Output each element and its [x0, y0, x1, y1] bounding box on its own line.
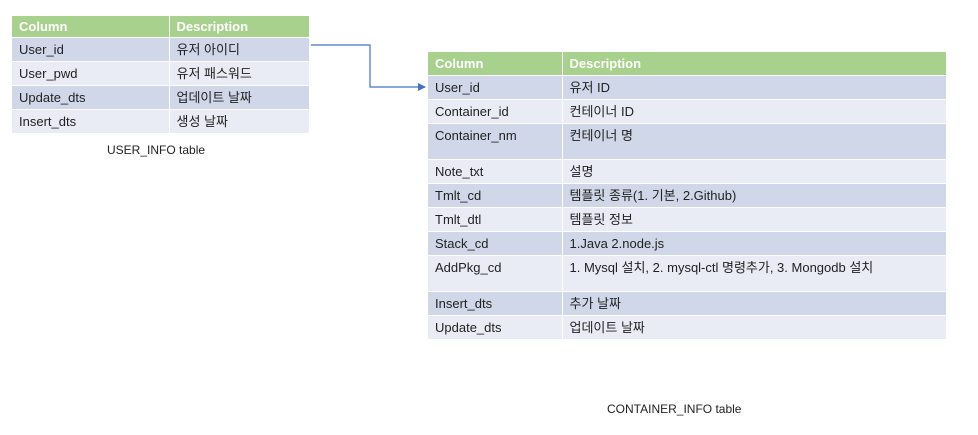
- table-row: User_id 유저 아이디: [12, 37, 310, 62]
- description-cell: 업데이트 날짜: [562, 315, 947, 340]
- description-cell: 생성 날짜: [169, 109, 310, 134]
- column-cell: Note_txt: [428, 159, 563, 184]
- table-row: User_pwd 유저 패스워드: [12, 61, 310, 86]
- column-cell: Tmlt_cd: [428, 183, 563, 208]
- container-info-caption: CONTAINER_INFO table: [607, 402, 742, 416]
- table-row: AddPkg_cd 1. Mysql 설치, 2. mysql-ctl 명령추가…: [428, 255, 947, 292]
- table-row: Container_nm 컨테이너 명: [428, 123, 947, 160]
- description-cell: 컨테이너 명: [562, 123, 947, 160]
- table-row: Update_dts 업데이트 날짜: [12, 85, 310, 110]
- table-row: Tmlt_dtl 템플릿 정보: [428, 207, 947, 232]
- table-row: Insert_dts 생성 날짜: [12, 109, 310, 134]
- table-row: Tmlt_cd 템플릿 종류(1. 기본, 2.Github): [428, 183, 947, 208]
- column-cell: Tmlt_dtl: [428, 207, 563, 232]
- column-cell: Container_id: [428, 99, 563, 124]
- column-header: Column: [12, 16, 170, 38]
- description-cell: 유저 아이디: [169, 37, 310, 62]
- column-cell: Update_dts: [12, 85, 170, 110]
- relation-line: [311, 44, 426, 91]
- description-cell: 컨테이너 ID: [562, 99, 947, 124]
- description-cell: 설명: [562, 159, 947, 184]
- user-info-caption: USER_INFO table: [107, 143, 206, 157]
- description-cell: 추가 날짜: [562, 291, 947, 316]
- table-row: Note_txt 설명: [428, 159, 947, 184]
- table-header-row: Column Description: [12, 16, 310, 38]
- container-info-table: Column Description User_id 유저 ID Contain…: [428, 52, 947, 340]
- column-cell: User_pwd: [12, 61, 170, 86]
- column-header: Column: [428, 52, 563, 76]
- column-cell: User_id: [428, 75, 563, 100]
- user-info-table: Column Description User_id 유저 아이디 User_p…: [12, 16, 310, 134]
- description-cell: 유저 패스워드: [169, 61, 310, 86]
- column-cell: Insert_dts: [12, 109, 170, 134]
- description-cell: 업데이트 날짜: [169, 85, 310, 110]
- description-cell: 템플릿 종류(1. 기본, 2.Github): [562, 183, 947, 208]
- column-cell: Container_nm: [428, 123, 563, 160]
- table-row: User_id 유저 ID: [428, 75, 947, 100]
- table-row: Insert_dts 추가 날짜: [428, 291, 947, 316]
- column-cell: Insert_dts: [428, 291, 563, 316]
- column-cell: Stack_cd: [428, 231, 563, 256]
- table-header-row: Column Description: [428, 52, 947, 76]
- table-row: Update_dts 업데이트 날짜: [428, 315, 947, 340]
- column-cell: Update_dts: [428, 315, 563, 340]
- description-cell: 1.Java 2.node.js: [562, 231, 947, 256]
- description-header: Description: [169, 16, 310, 38]
- column-cell: User_id: [12, 37, 170, 62]
- table-row: Stack_cd 1.Java 2.node.js: [428, 231, 947, 256]
- description-header: Description: [562, 52, 947, 76]
- description-cell: 유저 ID: [562, 75, 947, 100]
- description-cell: 1. Mysql 설치, 2. mysql-ctl 명령추가, 3. Mongo…: [562, 255, 947, 292]
- column-cell: AddPkg_cd: [428, 255, 563, 292]
- table-row: Container_id 컨테이너 ID: [428, 99, 947, 124]
- description-cell: 템플릿 정보: [562, 207, 947, 232]
